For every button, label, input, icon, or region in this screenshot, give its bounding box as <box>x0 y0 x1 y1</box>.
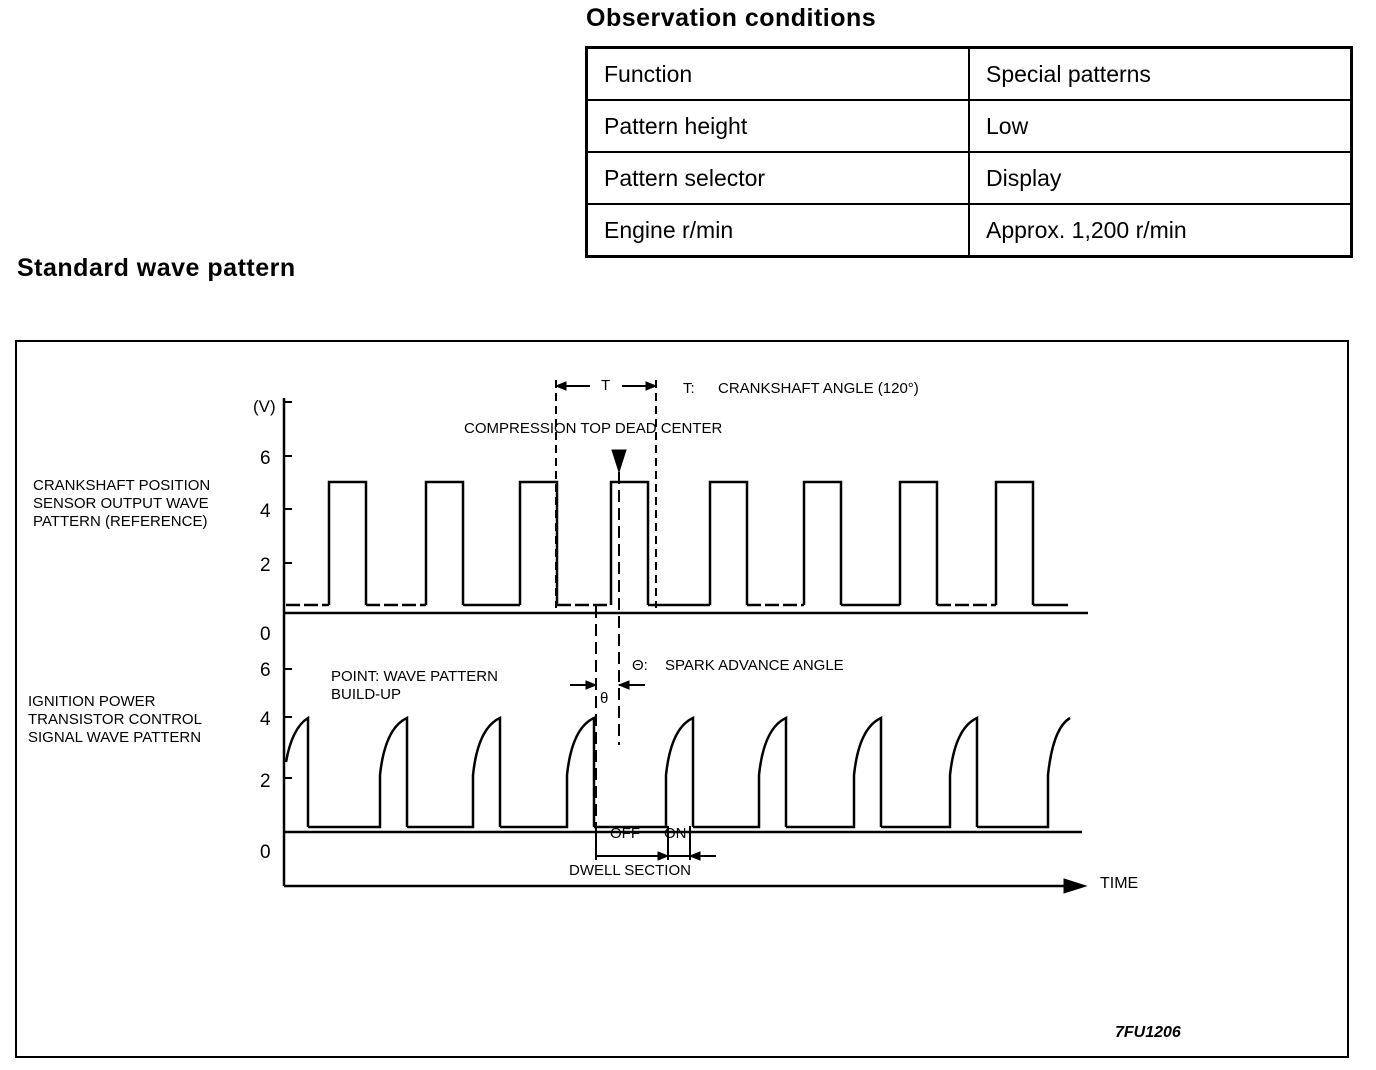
observation-conditions-table: Function Special patterns Pattern height… <box>585 46 1353 258</box>
crankshaft-sensor-label: SENSOR OUTPUT WAVE <box>33 495 209 512</box>
dwell-section-label: DWELL SECTION <box>569 862 691 879</box>
crankshaft-pulse <box>898 480 939 605</box>
waveform-frame <box>15 340 1349 1058</box>
ignition-pulse <box>786 716 883 829</box>
top-tick-label: 6 <box>260 448 271 469</box>
figure-code: 7FU1206 <box>1115 1024 1181 1041</box>
crankshaft-pulse <box>708 480 749 605</box>
top-tick-label: 0 <box>260 624 271 645</box>
crankshaft-pulse <box>327 480 368 605</box>
table-cell-value: Low <box>968 99 1353 153</box>
table-row: Engine r/min Approx. 1,200 r/min <box>585 203 1353 258</box>
bottom-tick-label: 0 <box>260 842 271 863</box>
tdc-marker-icon <box>611 449 627 474</box>
t-legend-key: T: <box>683 380 695 397</box>
table-row: Function Special patterns <box>585 46 1353 101</box>
table-cell-value: Special patterns <box>968 46 1353 101</box>
crankshaft-pulse <box>994 480 1035 605</box>
point-label: POINT: WAVE PATTERN <box>331 668 498 685</box>
bottom-tick-label: 6 <box>260 660 271 681</box>
theta-symbol: θ <box>600 690 608 707</box>
ignition-signal-label: TRANSISTOR CONTROL <box>28 711 202 728</box>
ignition-pulse <box>977 716 1071 829</box>
crankshaft-pulse <box>609 480 650 605</box>
ignition-pulse <box>284 715 310 827</box>
on-label: ON <box>664 825 687 842</box>
crankshaft-sensor-label: PATTERN (REFERENCE) <box>33 513 207 530</box>
observation-conditions-title: Observation conditions <box>586 4 877 32</box>
table-cell-label: Function <box>585 46 970 101</box>
table-cell-label: Engine r/min <box>585 203 970 258</box>
table-cell-value: Display <box>968 151 1353 205</box>
waveform-traces <box>282 380 1088 894</box>
voltage-unit-label: (V) <box>253 397 276 416</box>
t-legend-text: CRANKSHAFT ANGLE (120°) <box>718 380 919 397</box>
arrow-left-icon <box>617 680 630 690</box>
bottom-tick-label: 4 <box>260 709 271 730</box>
table-row: Pattern height Low <box>585 99 1353 153</box>
ignition-pulse <box>308 716 409 829</box>
table-cell-value: Approx. 1,200 r/min <box>968 203 1353 258</box>
crankshaft-sensor-label: CRANKSHAFT POSITION <box>33 477 210 494</box>
standard-wave-pattern-title: Standard wave pattern <box>17 254 296 282</box>
ignition-signal-label: SIGNAL WAVE PATTERN <box>28 729 201 746</box>
t-marker-label: T <box>601 377 610 394</box>
point-label: BUILD-UP <box>331 686 401 703</box>
ignition-pulse <box>881 716 979 829</box>
top-tick-label: 2 <box>260 555 271 576</box>
table-cell-label: Pattern selector <box>585 151 970 205</box>
table-cell-label: Pattern height <box>585 99 970 153</box>
ignition-pulse <box>407 716 502 829</box>
arrow-left-icon <box>554 381 567 391</box>
theta-legend-text: SPARK ADVANCE ANGLE <box>665 657 844 674</box>
bottom-tick-label: 2 <box>260 771 271 792</box>
crankshaft-pulse <box>518 480 559 605</box>
time-axis-label: TIME <box>1100 875 1138 892</box>
ignition-pulse <box>693 716 788 829</box>
time-arrow-icon <box>1063 878 1088 894</box>
ignition-pulse <box>500 716 596 829</box>
arrow-right-icon <box>657 851 670 861</box>
top-tick-label: 4 <box>260 501 271 522</box>
ignition-pulse <box>594 716 695 829</box>
arrow-left-icon <box>688 851 701 861</box>
arrow-right-icon <box>645 381 658 391</box>
off-label: OFF <box>610 825 640 842</box>
ignition-signal-label: IGNITION POWER <box>28 693 156 710</box>
crankshaft-pulse <box>424 480 465 605</box>
tdc-label: COMPRESSION TOP DEAD CENTER <box>464 420 723 437</box>
arrow-right-icon <box>585 680 598 690</box>
theta-legend-key: Θ: <box>632 657 648 674</box>
table-row: Pattern selector Display <box>585 151 1353 205</box>
crankshaft-pulse <box>802 480 843 605</box>
